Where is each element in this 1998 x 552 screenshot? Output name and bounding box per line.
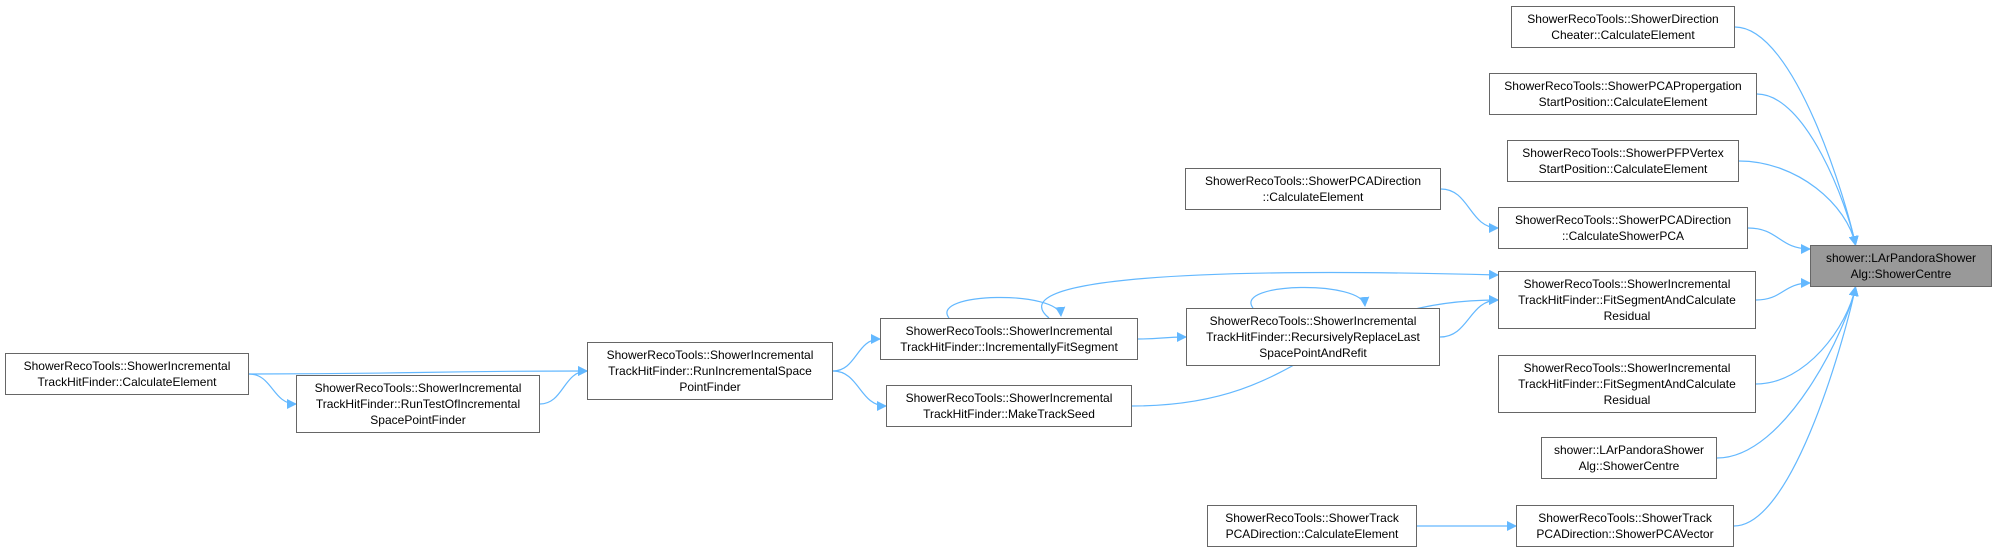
- node-label-line: ShowerRecoTools::ShowerDirection: [1527, 12, 1719, 26]
- node-label-line: Alg::ShowerCentre: [1850, 267, 1952, 281]
- edge-pca_direction_calc-to-pca_direction_pca: [1440, 188, 1499, 233]
- node-label-line: TrackHitFinder::RecursivelyReplaceLast: [1206, 330, 1420, 344]
- edge-run_incremental-to-make_track_seed: [832, 370, 887, 411]
- node-label-line: TrackHitFinder::FitSegmentAndCalculate: [1518, 377, 1736, 391]
- node-label-line: TrackHitFinder::RunTestOfIncremental: [315, 397, 521, 411]
- node-label-line: ::CalculateShowerPCA: [1561, 229, 1685, 243]
- edge-shower_centre_2-to-focus: [1716, 286, 1859, 459]
- edge-pca_propergation-to-focus: [1756, 93, 1859, 246]
- node-label-line: ShowerRecoTools::ShowerPFPVertex: [1522, 146, 1724, 160]
- node-label-line: ShowerRecoTools::ShowerIncremental: [23, 359, 231, 373]
- edge-recursively_replace-to-fit_segment_1: [1439, 295, 1499, 338]
- edge-recursively_replace-to-recursively_replace: [1250, 286, 1370, 309]
- edge-direction_cheater-to-focus: [1734, 26, 1859, 246]
- node-label-line: Alg::ShowerCentre: [1578, 459, 1680, 473]
- node-label-line: SpacePointAndRefit: [1259, 346, 1367, 360]
- node-label-line: ShowerRecoTools::ShowerIncremental: [1209, 314, 1417, 328]
- node-label-line: StartPosition::CalculateElement: [1538, 162, 1708, 176]
- node-label-line: ShowerRecoTools::ShowerIncremental: [1523, 361, 1731, 375]
- edge-track_pca_vector-to-focus: [1733, 286, 1859, 527]
- node-label-line: ShowerRecoTools::ShowerIncremental: [314, 381, 522, 395]
- node-label-line: TrackHitFinder::MakeTrackSeed: [923, 407, 1095, 421]
- node-label-line: SpacePointFinder: [370, 413, 466, 427]
- node-label-line: ShowerRecoTools::ShowerIncremental: [606, 348, 814, 362]
- edge-pfp_vertex-to-focus: [1738, 160, 1859, 246]
- edge-fit_segment_1-to-focus: [1755, 278, 1811, 301]
- node-label-line: shower::LArPandoraShower: [1553, 443, 1705, 457]
- node-pca-direction-pca[interactable]: ShowerRecoTools::ShowerPCADirection::Cal…: [1498, 207, 1748, 249]
- node-label-line: PointFinder: [679, 380, 741, 394]
- node-label-line: StartPosition::CalculateElement: [1538, 95, 1708, 109]
- edge-run_test-to-run_incremental: [539, 366, 588, 405]
- node-label-line: Cheater::CalculateElement: [1551, 28, 1695, 42]
- edge-fit_segment_2-to-focus: [1755, 286, 1859, 385]
- edge-run_incremental-to-incrementally_fit: [832, 334, 881, 372]
- edge-calc_element-to-run_incremental: [248, 366, 588, 377]
- node-label-line: ShowerRecoTools::ShowerIncremental: [1523, 277, 1731, 291]
- edge-incrementally_fit-to-incrementally_fit: [946, 296, 1066, 319]
- node-label-line: ShowerRecoTools::ShowerPCADirection: [1514, 213, 1732, 227]
- node-label-line: ShowerRecoTools::ShowerPCAPropergation: [1504, 79, 1742, 93]
- edge-incrementally_fit-to-recursively_replace: [1137, 332, 1187, 343]
- node-label-line: TrackHitFinder::IncrementallyFitSegment: [900, 340, 1118, 354]
- node-label-line: PCADirection::ShowerPCAVector: [1536, 527, 1714, 541]
- node-label-line: Residual: [1603, 309, 1651, 323]
- node-label-line: PCADirection::CalculateElement: [1225, 527, 1399, 541]
- node-label-line: TrackHitFinder::FitSegmentAndCalculate: [1518, 293, 1736, 307]
- node-pca-direction-calc[interactable]: ShowerRecoTools::ShowerPCADirection::Cal…: [1185, 168, 1441, 210]
- node-label-line: shower::LArPandoraShower: [1825, 251, 1977, 265]
- edge-pca_direction_pca-to-focus: [1747, 227, 1811, 254]
- node-label-line: ShowerRecoTools::ShowerTrack: [1538, 511, 1712, 525]
- node-label-line: ShowerRecoTools::ShowerIncremental: [905, 324, 1113, 338]
- node-label-line: ShowerRecoTools::ShowerTrack: [1225, 511, 1399, 525]
- node-label-line: TrackHitFinder::CalculateElement: [37, 375, 217, 389]
- edge-calc_element-to-run_test: [248, 373, 297, 409]
- node-label-line: TrackHitFinder::RunIncrementalSpace: [608, 364, 812, 378]
- node-label-line: ::CalculateElement: [1262, 190, 1364, 204]
- node-label-line: ShowerRecoTools::ShowerPCADirection: [1204, 174, 1422, 188]
- node-label-line: ShowerRecoTools::ShowerIncremental: [905, 391, 1113, 405]
- node-label-line: Residual: [1603, 393, 1651, 407]
